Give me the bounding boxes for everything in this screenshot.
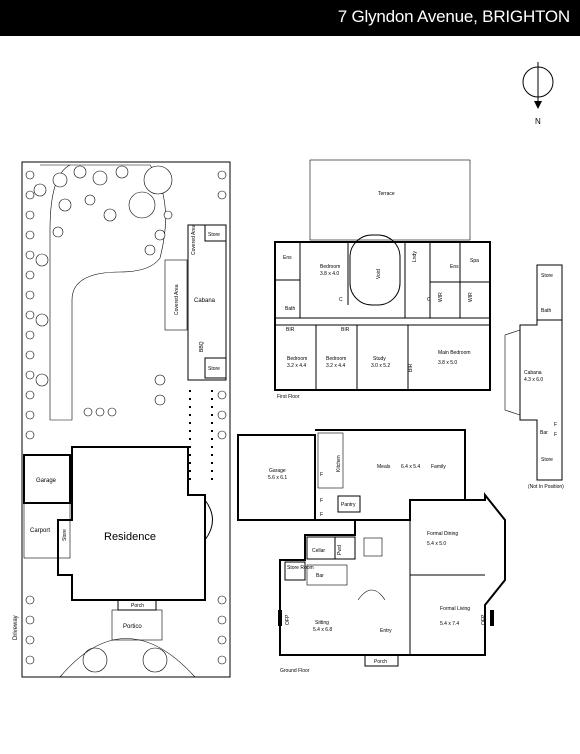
svg-text:F: F <box>554 432 557 438</box>
site-residence-label: Residence <box>104 531 156 543</box>
svg-text:Study: Study <box>373 356 386 362</box>
first-floor-outline <box>274 241 491 391</box>
terrace-outline <box>309 159 471 241</box>
svg-text:Kitchen: Kitchen <box>336 455 342 472</box>
svg-text:Spa: Spa <box>470 258 479 264</box>
svg-text:3.2 x 4.4: 3.2 x 4.4 <box>287 363 306 369</box>
svg-text:3.2 x 4.4: 3.2 x 4.4 <box>326 363 345 369</box>
svg-text:Formal Dining: Formal Dining <box>427 531 458 537</box>
svg-text:6.4 x 5.4: 6.4 x 5.4 <box>401 464 420 470</box>
svg-text:BIR: BIR <box>286 327 295 333</box>
svg-text:5.6 x 6.1: 5.6 x 6.1 <box>268 475 287 481</box>
svg-text:Bar: Bar <box>316 573 324 579</box>
svg-text:Store: Store <box>208 232 220 238</box>
svg-text:Bedroom: Bedroom <box>326 356 346 362</box>
svg-text:Store: Store <box>541 457 553 463</box>
svg-text:Bedroom: Bedroom <box>287 356 307 362</box>
svg-text:Garage: Garage <box>269 468 286 474</box>
svg-text:C: C <box>339 297 343 303</box>
cabana-note: (Not In Position) <box>528 484 564 490</box>
svg-text:Store: Store <box>208 366 220 372</box>
svg-text:Family: Family <box>431 464 446 470</box>
svg-text:Lndy: Lndy <box>412 251 418 262</box>
svg-text:Porch: Porch <box>131 603 144 609</box>
svg-text:Bar: Bar <box>540 430 548 436</box>
svg-text:Main Bedroom: Main Bedroom <box>438 350 471 356</box>
svg-text:F: F <box>320 472 323 478</box>
svg-text:Carport: Carport <box>30 528 50 534</box>
svg-text:Entry: Entry <box>380 628 392 634</box>
cabana-outline <box>519 320 563 481</box>
ground-floor-plan: Garage 5.6 x 6.1 Kitchen Meals 6.4 x 5.4… <box>237 429 506 674</box>
svg-text:Ens: Ens <box>283 255 292 261</box>
svg-text:WIR: WIR <box>468 292 474 302</box>
svg-text:WIR: WIR <box>438 292 444 302</box>
site-residence <box>57 446 206 601</box>
svg-text:Void: Void <box>376 269 382 279</box>
svg-text:Store: Store <box>62 529 68 541</box>
svg-text:Sitting: Sitting <box>315 620 329 626</box>
svg-text:Pwd: Pwd <box>337 545 343 555</box>
svg-text:Porch: Porch <box>374 659 387 665</box>
svg-text:Covered Area: Covered Area <box>174 284 180 315</box>
terrace-label: Terrace <box>378 191 395 197</box>
svg-text:Bedroom: Bedroom <box>320 264 340 270</box>
svg-text:Ens: Ens <box>450 264 459 270</box>
svg-text:3.8 x 4.0: 3.8 x 4.0 <box>320 271 339 277</box>
svg-text:Bath: Bath <box>285 306 296 312</box>
svg-text:5.4 x 5.0: 5.4 x 5.0 <box>427 541 446 547</box>
svg-text:C: C <box>427 297 431 303</box>
svg-text:OFP: OFP <box>481 614 487 625</box>
svg-text:4.3 x 6.0: 4.3 x 6.0 <box>524 377 543 383</box>
svg-text:Store: Store <box>541 273 553 279</box>
svg-text:Meals: Meals <box>377 464 391 470</box>
svg-text:BIR: BIR <box>408 363 414 372</box>
property-address: 7 Glyndon Avenue, BRIGHTON <box>337 7 570 26</box>
svg-text:BIR: BIR <box>341 327 350 333</box>
compass-arrow-icon <box>534 101 542 109</box>
svg-text:Store Room: Store Room <box>287 565 314 571</box>
site-carport <box>23 502 71 559</box>
svg-text:F: F <box>320 498 323 504</box>
site-cabana-label: Cabana <box>194 298 216 304</box>
svg-text:Covered Area: Covered Area <box>191 224 197 255</box>
svg-text:OFP: OFP <box>285 614 291 625</box>
svg-text:Formal Living: Formal Living <box>440 606 470 612</box>
svg-text:BBQ: BBQ <box>199 341 205 352</box>
header-bar: 7 Glyndon Avenue, BRIGHTON <box>0 0 580 36</box>
svg-text:Bath: Bath <box>541 308 552 314</box>
gf-main-living <box>279 492 506 656</box>
ground-floor-caption: Ground Floor <box>280 668 310 674</box>
svg-text:Pantry: Pantry <box>341 502 356 508</box>
svg-text:5.4 x 6.8: 5.4 x 6.8 <box>313 627 332 633</box>
svg-text:5.4 x 7.4: 5.4 x 7.4 <box>440 621 459 627</box>
site-boundary <box>21 161 231 678</box>
svg-text:Garage: Garage <box>36 478 57 484</box>
site-plan: Cabana Covered Area Covered Area Store S… <box>13 161 231 678</box>
compass: N <box>522 62 554 126</box>
svg-text:Driveway: Driveway <box>13 615 19 640</box>
svg-text:3.8 x 5.0: 3.8 x 5.0 <box>438 360 457 366</box>
svg-text:F: F <box>554 422 557 428</box>
cabana-plan: Store Bath Cabana 4.3 x 6.0 Bar F F Stor… <box>504 264 564 490</box>
first-floor-plan: Terrace Ens Bedroom 3.8 x 4.0 Void Lndy … <box>274 159 491 400</box>
svg-text:Cabana: Cabana <box>524 370 542 376</box>
svg-text:Cellar: Cellar <box>312 548 325 554</box>
svg-text:3.0 x 5.2: 3.0 x 5.2 <box>371 363 390 369</box>
svg-text:F: F <box>320 512 323 518</box>
svg-text:Portico: Portico <box>123 624 142 630</box>
boundary-shrubs <box>25 165 227 673</box>
first-floor-caption: First Floor <box>277 394 300 400</box>
compass-label: N <box>535 117 541 126</box>
front-garden-arc <box>59 638 196 678</box>
